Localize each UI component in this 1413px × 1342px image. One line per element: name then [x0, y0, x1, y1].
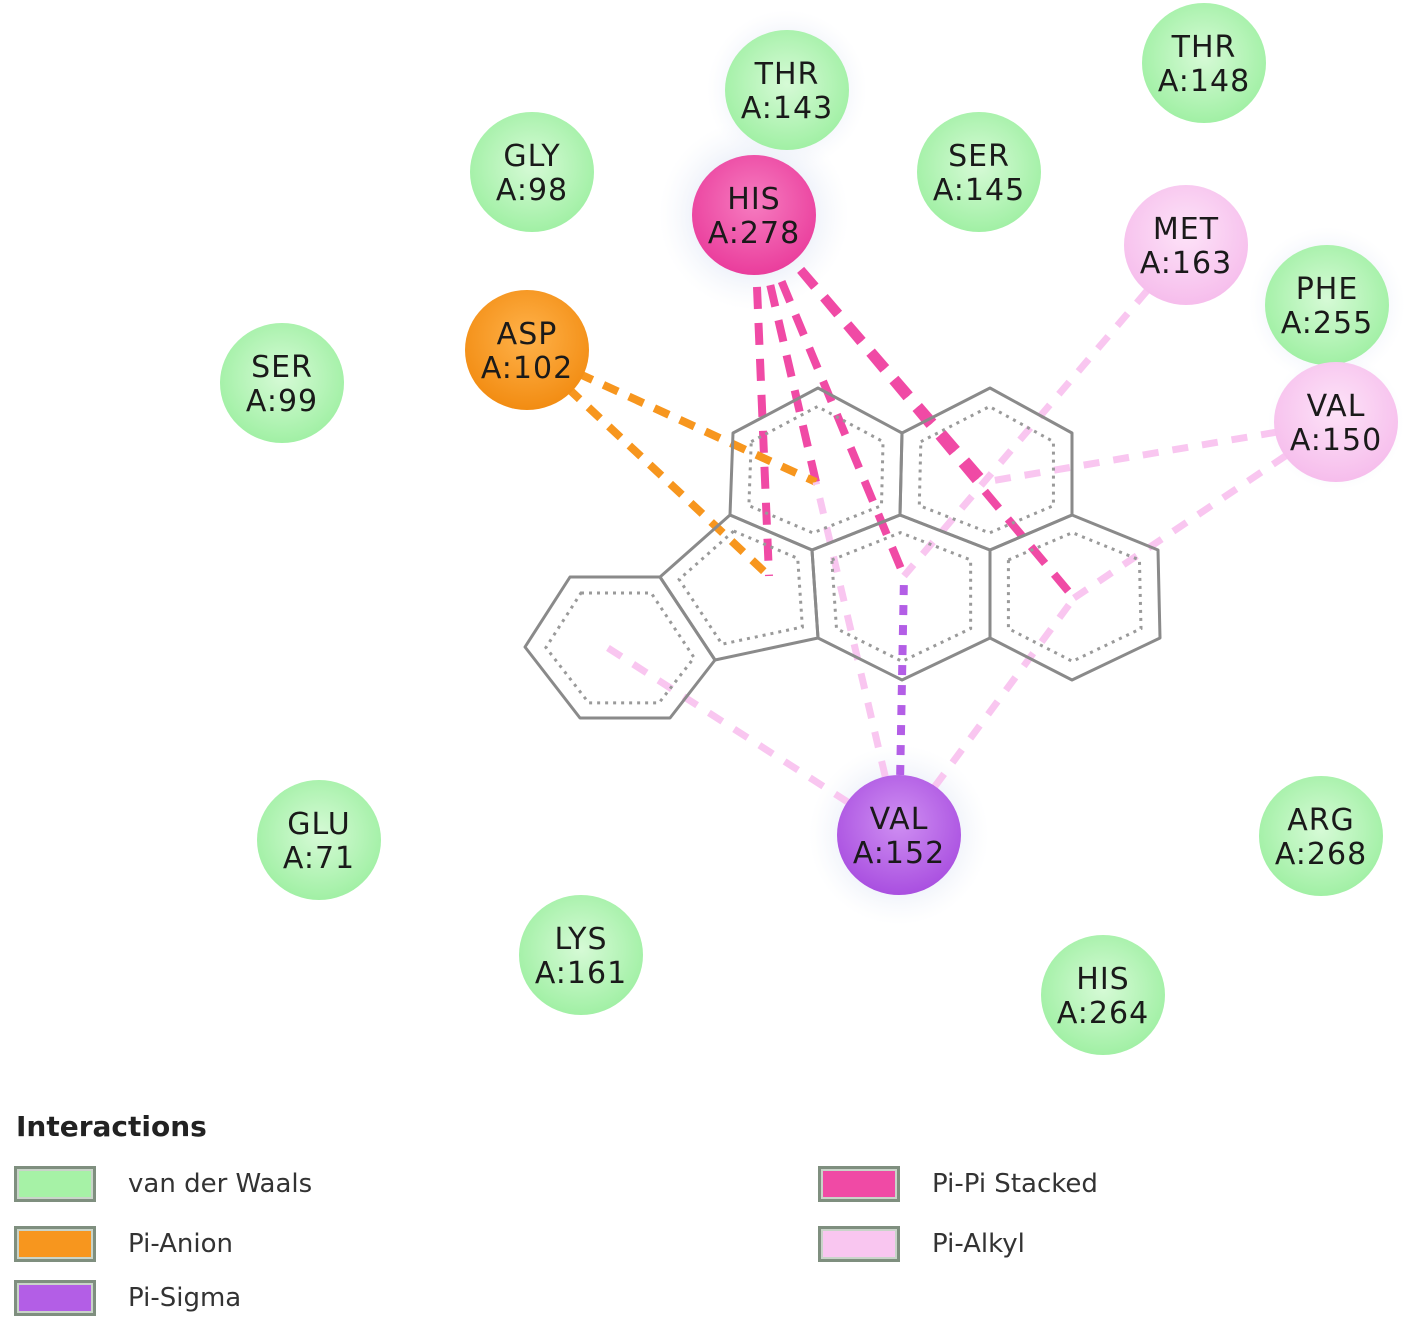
legend-label: Pi-Alkyl	[932, 1229, 1025, 1259]
residue-name: VAL	[870, 802, 929, 837]
residue-disc	[1124, 185, 1248, 305]
residue-disc	[519, 895, 643, 1015]
residue-name: ARG	[1287, 803, 1355, 838]
residue-number: A:98	[496, 173, 568, 208]
residue-name: THR	[754, 57, 820, 92]
legend-item-pi-anion: Pi-Anion	[14, 1222, 233, 1266]
aromatic-ring-marker	[1006, 531, 1143, 664]
legend-swatch-pi-pi-stacked	[818, 1166, 900, 1202]
interaction-line-pi-anion	[525, 346, 818, 486]
residue-disc	[1142, 3, 1266, 123]
residue-number: A:71	[283, 841, 355, 876]
legend-swatch-van-der-waals	[14, 1166, 96, 1202]
residue-name: HIS	[727, 182, 780, 217]
residue-disc	[917, 112, 1041, 232]
residue-name: GLY	[503, 139, 560, 174]
residue-number: A:102	[481, 351, 573, 386]
residue-number: A:163	[1140, 246, 1232, 281]
residue-name: SER	[251, 350, 313, 385]
interaction-line-pi-alkyl	[901, 242, 1189, 579]
residue-disc	[470, 112, 594, 232]
residue-number: A:148	[1158, 64, 1250, 99]
residue-name: GLU	[287, 807, 350, 842]
ligand-bond	[988, 513, 1162, 682]
legend-swatch-pi-sigma	[14, 1280, 96, 1316]
ligand-bond	[523, 575, 717, 720]
legend-item-pi-sigma: Pi-Sigma	[14, 1276, 241, 1320]
residue-disc	[837, 775, 961, 895]
residue-disc	[692, 155, 816, 275]
residue-name: HIS	[1076, 962, 1129, 997]
legend-item-van-der-waals: van der Waals	[14, 1162, 312, 1206]
residue-number: A:255	[1281, 306, 1373, 341]
legend-swatch-pi-alkyl	[818, 1226, 900, 1262]
residue-name: MET	[1153, 212, 1219, 247]
interaction-line-pi-pi-stacked	[750, 212, 989, 485]
residue-name: PHE	[1296, 272, 1359, 307]
residue-number: A:150	[1290, 423, 1382, 458]
residue-disc	[1274, 362, 1398, 482]
residue-number: A:145	[933, 173, 1025, 208]
residue-disc	[1041, 935, 1165, 1055]
residue-name: VAL	[1307, 389, 1366, 424]
legend-label: van der Waals	[128, 1169, 313, 1199]
aromatic-ring-marker	[917, 404, 1055, 535]
legend-item-pi-alkyl: Pi-Alkyl	[818, 1222, 1025, 1266]
legend-swatch-pi-anion	[14, 1226, 96, 1262]
interaction-line-pi-alkyl	[896, 595, 1077, 838]
legend-label: Pi-Anion	[128, 1229, 234, 1259]
residue-disc	[257, 780, 381, 900]
legend-label: Pi-Sigma	[128, 1283, 242, 1313]
residue-name: THR	[1171, 30, 1237, 65]
aromatic-ring-marker	[544, 591, 696, 705]
residue-number: A:152	[853, 836, 945, 871]
interaction-line-pi-pi-stacked	[750, 212, 1078, 601]
residue-number: A:143	[741, 91, 833, 126]
residue-disc	[725, 30, 849, 150]
residue-disc	[465, 290, 589, 410]
residue-number: A:268	[1275, 837, 1367, 872]
residue-disc	[1265, 245, 1389, 365]
aromatic-ring-marker	[830, 531, 973, 664]
residue-number: A:99	[246, 384, 318, 419]
residue-disc	[1259, 776, 1383, 896]
residue-number: A:278	[708, 216, 800, 251]
residue-disc	[220, 323, 344, 443]
residue-number: A:264	[1057, 996, 1149, 1031]
residue-name: ASP	[497, 317, 558, 352]
aromatic-ring-marker	[677, 529, 804, 646]
residue-name: SER	[948, 139, 1010, 174]
residue-number: A:161	[535, 956, 627, 991]
interaction-line-pi-alkyl	[1072, 419, 1338, 601]
legend-label: Pi-Pi Stacked	[932, 1169, 1098, 1199]
residue-name: LYS	[554, 922, 607, 957]
interaction-line-pi-pi-stacked	[750, 214, 773, 577]
legend-title: Interactions	[16, 1110, 207, 1143]
legend-item-pi-pi-stacked: Pi-Pi Stacked	[818, 1162, 1098, 1206]
